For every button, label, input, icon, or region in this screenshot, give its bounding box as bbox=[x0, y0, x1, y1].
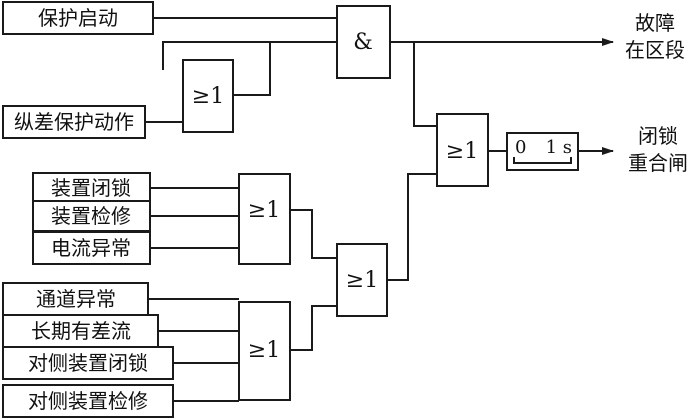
input-label-current-abn: 电流异常 bbox=[51, 236, 131, 260]
and-gate-symbol: & bbox=[353, 30, 373, 55]
or-gate-2 bbox=[238, 173, 291, 265]
input-box-peer-maint bbox=[2, 384, 174, 418]
input-box-channel-abn bbox=[2, 282, 149, 316]
input-label-dev-lock: 装置闭锁 bbox=[51, 176, 131, 200]
wire-or5-to-or3 bbox=[290, 305, 337, 351]
output-block-line1: 闭锁 bbox=[638, 124, 678, 148]
output-block-line2: 重合闸 bbox=[628, 151, 688, 175]
or-gate-3 bbox=[336, 243, 388, 317]
or-gate-5 bbox=[238, 301, 291, 401]
input-label-dev-maint: 装置检修 bbox=[51, 204, 131, 228]
timer-label-delay: 1 s bbox=[546, 137, 572, 158]
timer-bracket bbox=[513, 157, 572, 164]
input-label-peer-lock: 对侧装置闭锁 bbox=[28, 351, 148, 375]
input-box-diff-action bbox=[2, 105, 146, 139]
or-gate-1-symbol: ≥1 bbox=[192, 84, 224, 109]
input-label-diff-action: 纵差保护动作 bbox=[14, 110, 134, 134]
or-gate-4-symbol: ≥1 bbox=[446, 139, 478, 164]
input-label-protect-start: 保护启动 bbox=[38, 6, 118, 30]
input-box-protect-start bbox=[2, 1, 154, 35]
input-label-channel-abn: 通道异常 bbox=[36, 287, 116, 311]
or-gate-1 bbox=[182, 59, 234, 133]
output-fault-line1: 故障 bbox=[635, 11, 675, 35]
and-gate bbox=[336, 5, 391, 79]
output-fault-line2: 在区段 bbox=[625, 38, 685, 62]
timer-label-start: 0 bbox=[515, 137, 526, 158]
or-gate-5-symbol: ≥1 bbox=[248, 338, 280, 363]
input-box-peer-lock bbox=[2, 346, 174, 380]
wire-or3-to-or4 bbox=[387, 173, 437, 281]
input-box-current-abn bbox=[32, 231, 151, 265]
or-gate-3-symbol: ≥1 bbox=[346, 268, 378, 293]
wire-and-to-or4 bbox=[413, 42, 437, 127]
or-gate-4 bbox=[436, 113, 489, 187]
input-label-peer-maint: 对侧装置检修 bbox=[28, 389, 148, 413]
wire-or2-to-or3 bbox=[290, 209, 337, 259]
or-gate-2-symbol: ≥1 bbox=[248, 198, 280, 223]
input-label-long-diff: 长期有差流 bbox=[31, 319, 131, 343]
